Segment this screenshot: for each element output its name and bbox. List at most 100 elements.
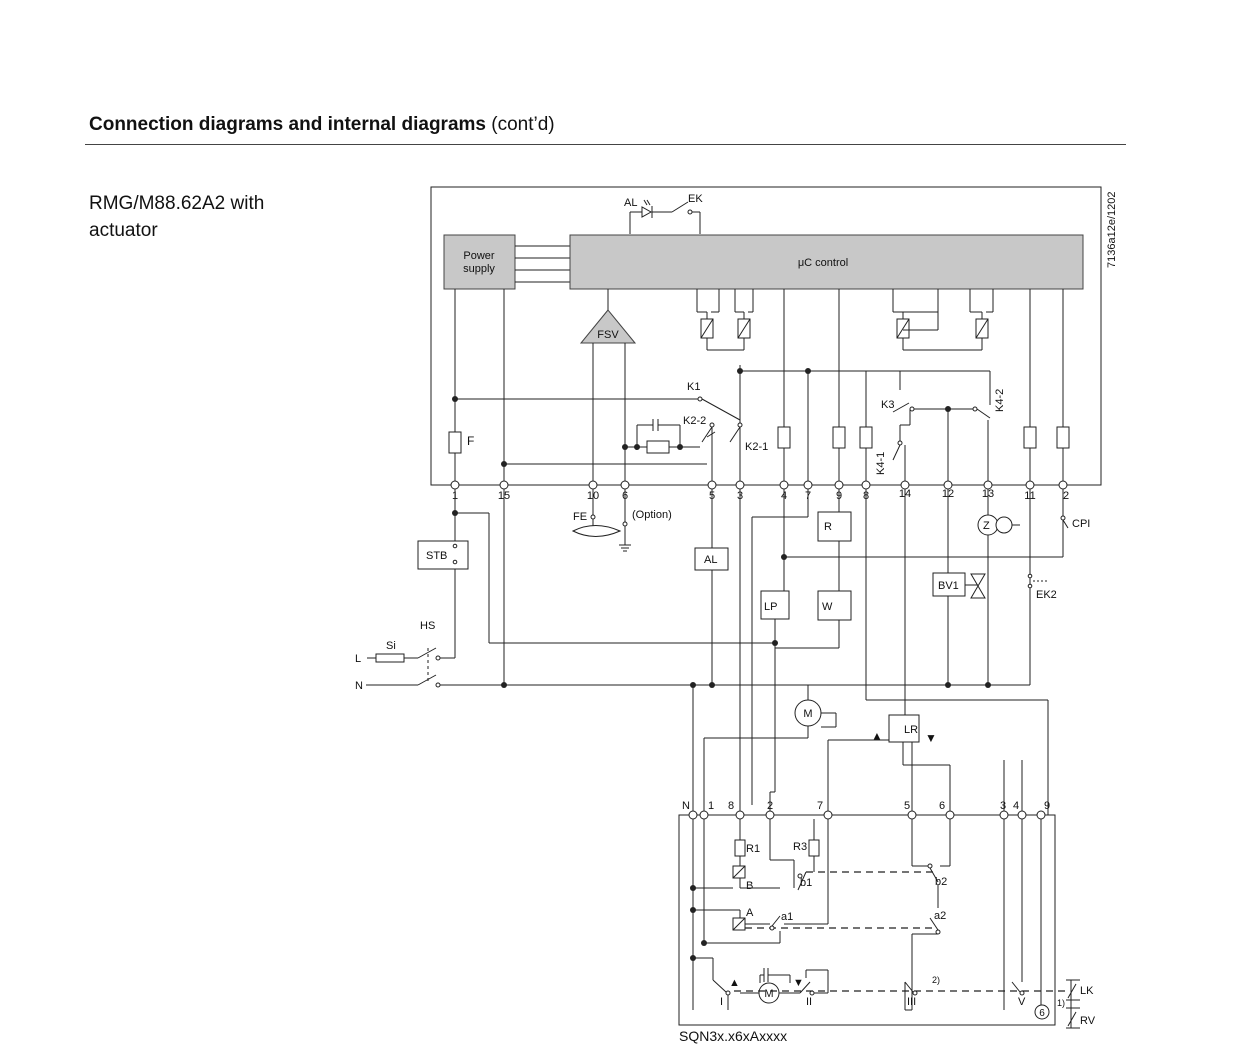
terminal-4 — [779, 480, 789, 490]
switch-ii-label: II — [806, 996, 812, 1008]
resistor-4 — [777, 426, 791, 449]
k2-2-label: K2-2 — [683, 415, 706, 427]
terminal-7 — [803, 480, 813, 490]
relay-coils-k3-k4 — [892, 289, 994, 351]
page-title: Connection diagrams and internal diagram… — [89, 114, 555, 136]
terminal-2 — [1058, 480, 1068, 490]
page-title-main: Connection diagrams and internal diagram… — [89, 114, 486, 135]
a2-label: a2 — [934, 910, 946, 922]
act-terminal-label: 1 — [708, 800, 714, 812]
k1-label: K1 — [687, 381, 700, 393]
actuator-down-arrow: ▼ — [793, 977, 804, 989]
k3-label: K3 — [881, 399, 894, 411]
relay-coils-k1-k2 — [696, 289, 754, 351]
act-terminal-n — [688, 810, 698, 820]
terminal-9 — [834, 480, 844, 490]
lr-down-arrow: ▼ — [925, 731, 937, 745]
lr-label: LR — [904, 724, 918, 736]
si-label: Si — [386, 640, 396, 652]
rv-label: RV — [1080, 1015, 1096, 1027]
act-terminal-6 — [945, 810, 955, 820]
resistor-r3 — [808, 839, 820, 857]
lr-load-controller — [888, 714, 920, 743]
drawing-number: 7136a12e/1202 — [1106, 192, 1118, 268]
cpi-label: CPI — [1072, 518, 1090, 530]
act-terminal-5 — [907, 810, 917, 820]
act-terminal-label: 6 — [939, 800, 945, 812]
act-terminal-label: 7 — [817, 800, 823, 812]
rc-network — [622, 419, 700, 454]
ek2-label: EK2 — [1036, 589, 1057, 601]
lr-up-arrow: ▲ — [871, 729, 883, 743]
bv1-label: BV1 — [938, 580, 959, 592]
z-label: Z — [983, 520, 990, 532]
terminal-label: 2 — [1063, 490, 1069, 502]
terminal-8 — [861, 480, 871, 490]
n-label: N — [355, 680, 363, 692]
option-label: (Option) — [632, 509, 672, 521]
resistor-9 — [832, 426, 846, 449]
r1-label: R1 — [746, 843, 760, 855]
fe-label: FE — [573, 511, 587, 523]
note-2: 2) — [932, 975, 940, 985]
terminal-10 — [588, 480, 598, 490]
act-terminal-8 — [735, 810, 745, 820]
act-terminal-1 — [699, 810, 709, 820]
flame-electrode: FE (Option) — [571, 489, 672, 552]
r-label: R — [824, 521, 832, 533]
act-terminal-label: 5 — [904, 800, 910, 812]
act-terminal-4 — [1017, 810, 1027, 820]
ek-top-label: EK — [688, 193, 703, 205]
section-caption-line2: actuator — [89, 220, 158, 241]
lp-pressure-switch — [760, 590, 790, 620]
uc-control-label: μC control — [798, 257, 848, 269]
al-label: AL — [704, 554, 717, 566]
b2-label: b2 — [935, 876, 947, 888]
resistor-11 — [1023, 426, 1037, 449]
k4-1-label: K4-1 — [875, 452, 887, 475]
w-label: W — [822, 601, 833, 613]
power-supply-label-2: supply — [463, 263, 495, 275]
switch-iii-label: III — [907, 996, 916, 1008]
relay-contacts-k3-k4: K3 K4-1 K4-2 — [875, 371, 1006, 485]
terminal-1 — [450, 480, 460, 490]
switch-i-label: I — [720, 996, 723, 1008]
actuator-terminal-row: N 1 8 2 7 5 6 3 4 9 — [682, 800, 1050, 820]
w-limiter — [817, 590, 852, 621]
a1-label: a1 — [781, 911, 793, 923]
act-terminal-3 — [999, 810, 1009, 820]
actuator-internals: R1 B A R3 b1 b2 a1 — [690, 819, 1096, 1029]
hs-label: HS — [420, 620, 435, 632]
fuse-f — [448, 431, 462, 454]
lp-label: LP — [764, 601, 777, 613]
circled-6-label: 6 — [1039, 1008, 1045, 1019]
section-caption: RMG/M88.62A2 with actuator — [89, 190, 319, 244]
lk-label: LK — [1080, 985, 1094, 997]
terminal-15 — [499, 480, 509, 490]
act-terminal-2 — [765, 810, 775, 820]
act-terminal-label: 2 — [767, 800, 773, 812]
k4-2-label: K4-2 — [994, 389, 1006, 412]
act-terminal-label: N — [682, 800, 690, 812]
stb-device — [417, 540, 469, 570]
k2-1-label: K2-1 — [745, 441, 768, 453]
act-terminal-label: 4 — [1013, 800, 1019, 812]
act-terminal-label: 3 — [1000, 800, 1006, 812]
terminal-5 — [707, 480, 717, 490]
uc-control-block — [569, 234, 1084, 290]
actuator-up-arrow: ▲ — [729, 977, 740, 989]
terminal-3 — [735, 480, 745, 490]
note-1: 1) — [1057, 998, 1065, 1008]
act-terminal-7 — [823, 810, 833, 820]
actuator-model: SQN3x.x6xAxxxx — [679, 1028, 787, 1044]
b1-label: b1 — [800, 877, 812, 889]
section-caption-line1: RMG/M88.62A2 with — [89, 193, 265, 214]
power-supply-block — [443, 234, 516, 290]
title-divider — [85, 144, 1126, 145]
a-label: A — [746, 907, 754, 919]
actuator-motor-label: M — [764, 988, 773, 1000]
page-title-suffix: (cont’d) — [491, 114, 555, 135]
al-top-label: AL — [624, 197, 637, 209]
resistor-8 — [859, 426, 873, 449]
al-ek-group: AL EK — [624, 193, 703, 234]
